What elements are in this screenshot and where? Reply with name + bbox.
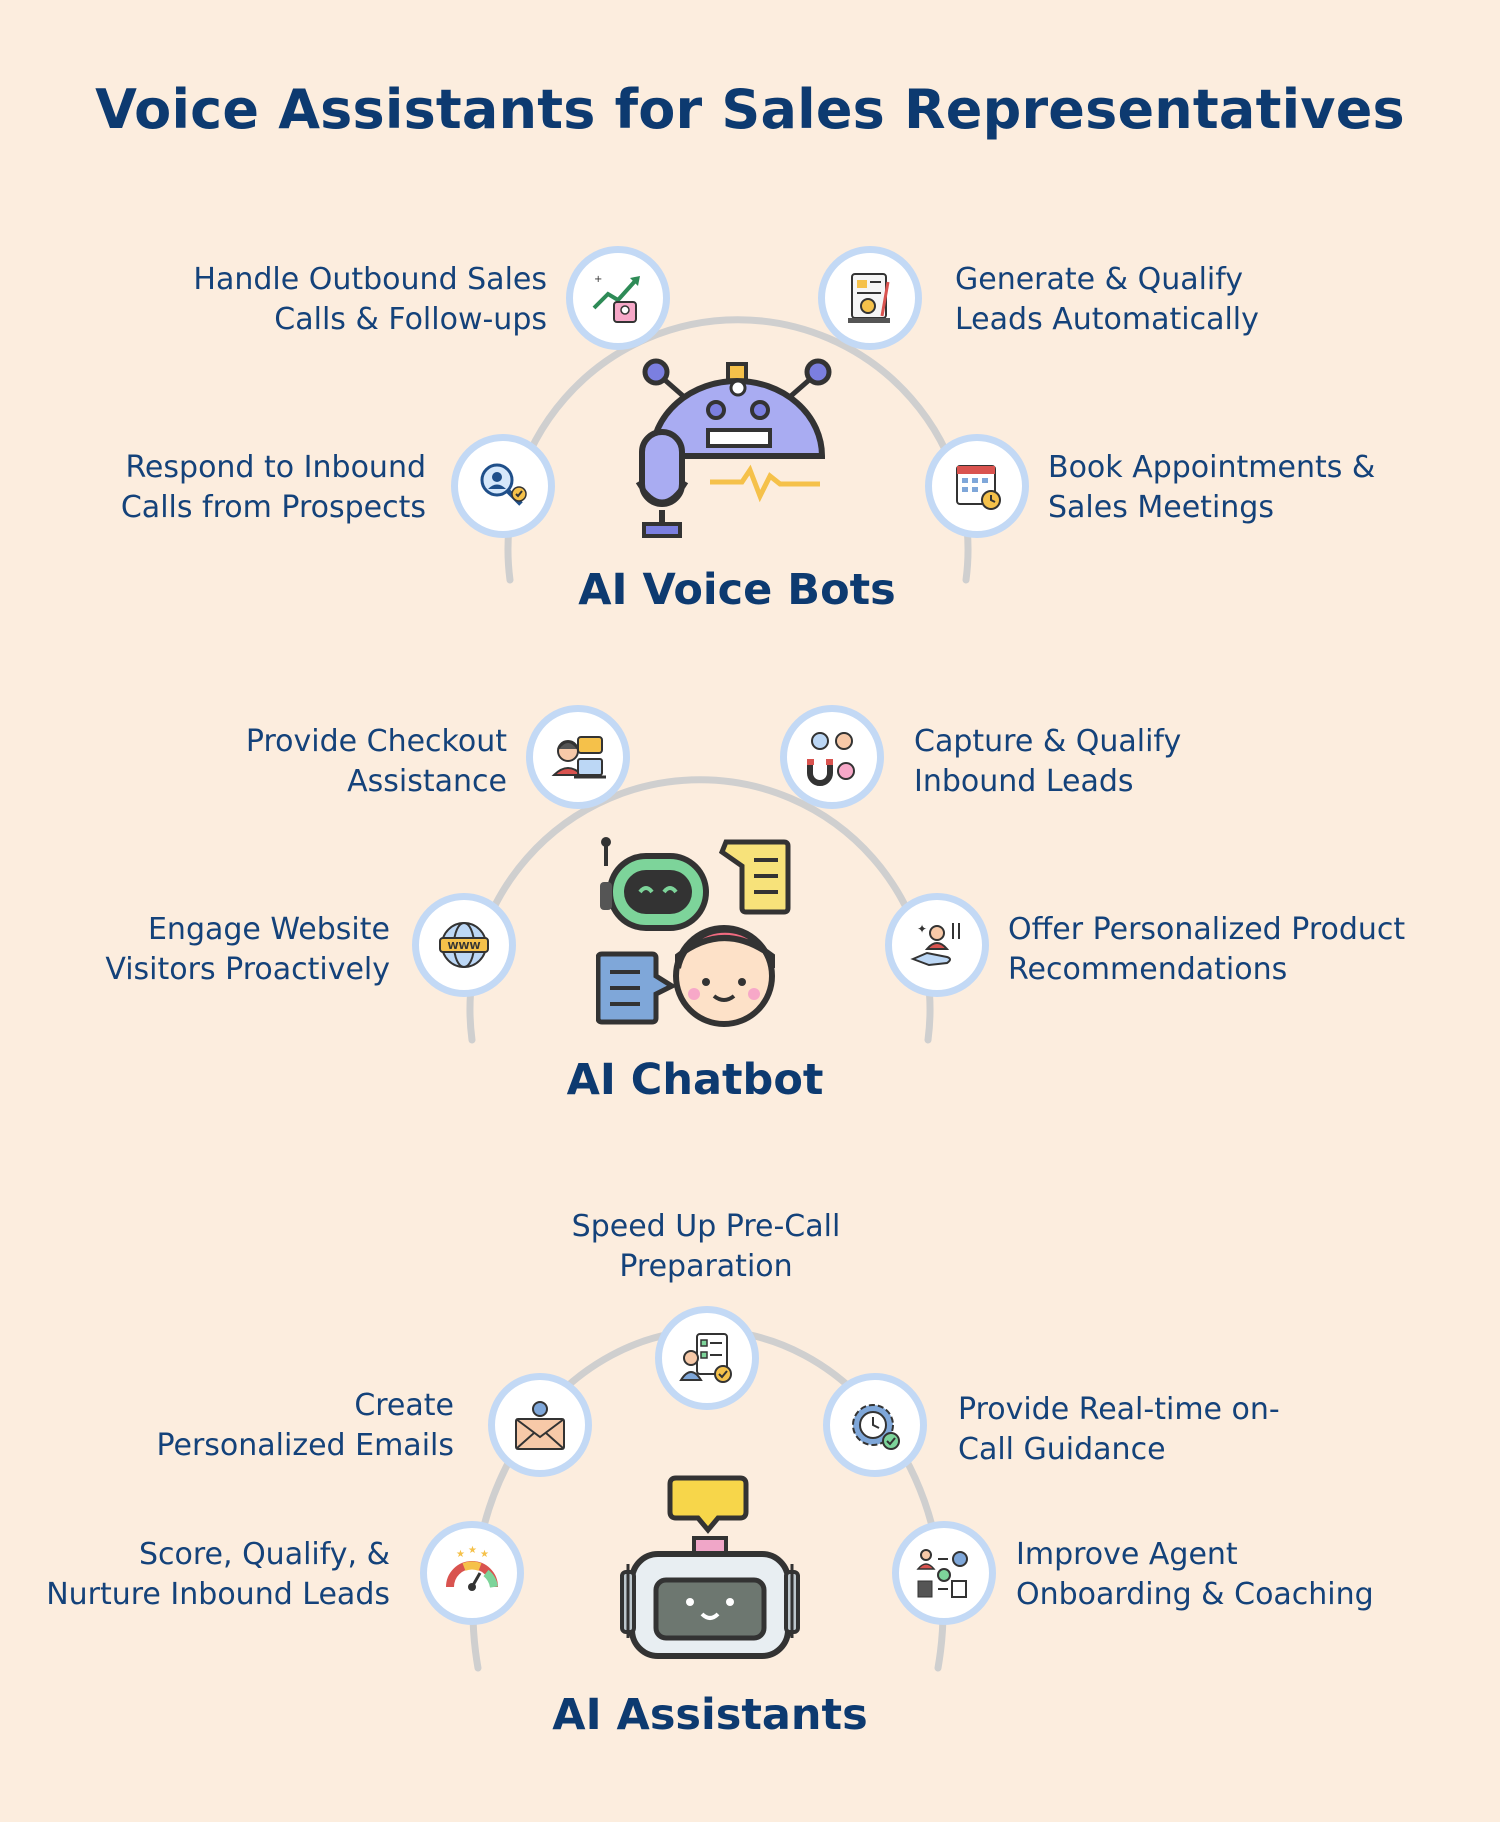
checklist-preparation-icon (679, 1333, 732, 1383)
chatbot-item-checkout-node (526, 705, 630, 809)
voice-bots-title: AI Voice Bots (578, 565, 896, 615)
personalized-email-icon (515, 1401, 565, 1450)
chatbot-item-engage-node: WWW (412, 893, 516, 997)
realtime-gear-clock-icon (852, 1404, 900, 1450)
svg-text:★: ★ (456, 1549, 465, 1560)
svg-text:★: ★ (480, 1549, 489, 1560)
voice-item-outbound-node: + (566, 246, 670, 350)
prospect-search-icon (480, 463, 527, 506)
page-title: Voice Assistants for Sales Representativ… (95, 78, 1405, 141)
voice-item-leads-node (818, 246, 922, 350)
assistant-item-onboarding-node (892, 1521, 996, 1625)
assistant-item-guidance-node (823, 1373, 927, 1477)
voice-item-booking-node (925, 434, 1029, 538)
lead-score-gauge-icon: ★ ★ ★ (446, 1545, 498, 1591)
assistant-item-emails-node (488, 1373, 592, 1477)
voice-item-inbound-node (451, 434, 555, 538)
agent-workflow-icon (916, 1549, 968, 1598)
voice-item-booking-label: Book Appointments &Sales Meetings (1048, 450, 1376, 525)
growth-chart-icon: + (592, 274, 640, 323)
assistant-item-precall-node (655, 1306, 759, 1410)
lead-magnet-icon (807, 732, 855, 786)
www-globe-icon: WWW (439, 922, 489, 968)
lead-document-icon (848, 273, 890, 323)
chatbot-item-offer-node: ✦ (885, 893, 989, 997)
svg-text:✦: ✦ (917, 922, 927, 936)
assistants-title: AI Assistants (552, 1690, 868, 1740)
support-agent-icon (551, 736, 606, 779)
chatbot-title: AI Chatbot (566, 1055, 824, 1105)
assistant-robot-icon (620, 1475, 800, 1659)
assistant-item-score-label: Score, Qualify, &Nurture Inbound Leads (46, 1537, 390, 1612)
chatbot-conversation-icon (596, 837, 791, 1027)
svg-text:★: ★ (468, 1545, 477, 1556)
svg-text:WWW: WWW (447, 941, 480, 952)
svg-text:+: + (594, 274, 602, 285)
robot-microphone-icon (635, 358, 832, 538)
chatbot-item-capture-node (780, 705, 884, 809)
calendar-booking-icon (956, 465, 1001, 510)
personalized-offer-icon: ✦ (910, 922, 960, 967)
assistant-item-score-node: ★ ★ ★ (420, 1521, 524, 1625)
assistant-item-guidance-label: Provide Real-time on-Call Guidance (958, 1392, 1280, 1467)
